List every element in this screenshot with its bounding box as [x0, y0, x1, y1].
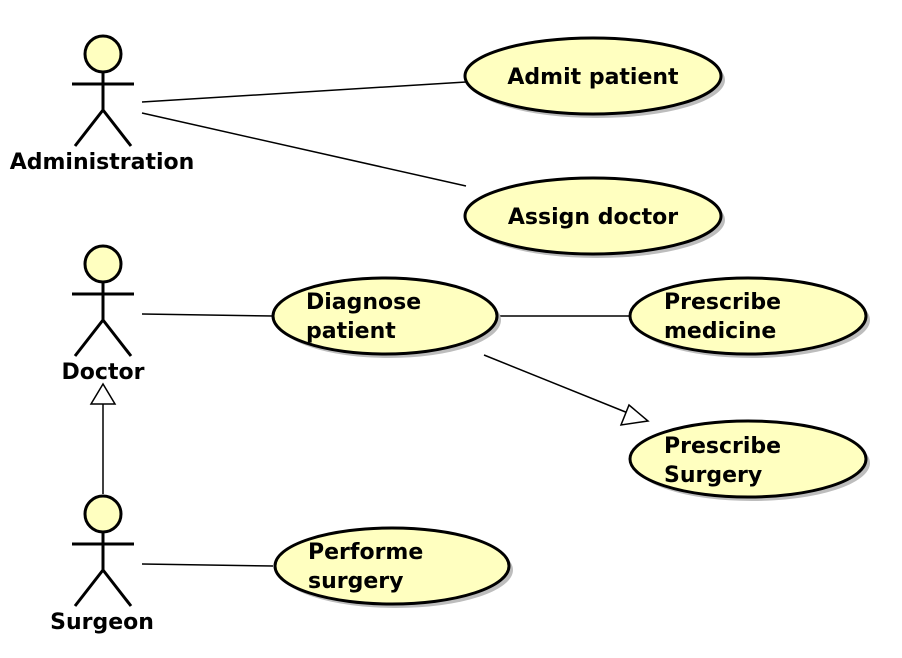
usecase-admit-patient[interactable]: Admit patient: [463, 36, 725, 118]
generalization-arrowhead: [89, 382, 117, 405]
actor-body: [72, 282, 134, 357]
usecase-ellipse: [463, 36, 723, 116]
usecase-label-prescribe-medicine-line1: Prescribe: [664, 290, 781, 315]
usecase-ellipse: [628, 276, 868, 356]
actor-body: [72, 72, 134, 147]
usecase-prescribe-surgery[interactable]: Prescribe Surgery: [628, 419, 870, 501]
usecase-ellipse: [463, 176, 723, 256]
assoc-diagnose-prescribe-surgery: [483, 354, 629, 414]
usecase-label-diagnose-line1: Diagnose: [306, 290, 421, 315]
actor-body: [72, 532, 134, 607]
usecase-prescribe-medicine[interactable]: Prescribe medicine: [628, 276, 870, 358]
usecase-ellipse: [273, 526, 511, 606]
usecase-diagnose-patient[interactable]: Diagnose patient: [271, 276, 501, 358]
arrowhead-prescribe-surgery: [619, 403, 650, 426]
usecase-performe-surgery[interactable]: Performe surgery: [273, 526, 513, 608]
assoc-administration-admit-patient: [141, 81, 467, 103]
actor-surgeon[interactable]: [72, 494, 134, 607]
usecase-ellipse: [271, 276, 499, 356]
assoc-doctor-diagnose-patient: [141, 313, 274, 317]
actor-head: [83, 34, 123, 74]
actor-head: [83, 244, 123, 284]
usecase-label-performe-surgery-line2: surgery: [308, 569, 403, 594]
actor-label-doctor: Doctor: [62, 360, 145, 385]
usecase-label-prescribe-medicine-line2: medicine: [664, 319, 776, 344]
actor-label-administration: Administration: [10, 150, 195, 175]
usecase-label-prescribe-surgery-line2: Surgery: [664, 463, 762, 488]
assoc-surgeon-performe-surgery: [141, 563, 274, 567]
usecase-label-performe-surgery-line1: Performe: [308, 540, 423, 565]
usecase-label-prescribe-surgery-line1: Prescribe: [664, 434, 781, 459]
usecase-label-assign-doctor: Assign doctor: [508, 205, 678, 230]
associations: [89, 81, 650, 567]
usecase-ellipse: [628, 419, 868, 499]
usecase-label-admit-patient: Admit patient: [507, 65, 679, 90]
usecase-label-diagnose-line2: patient: [306, 319, 396, 344]
actor-doctor[interactable]: [72, 244, 134, 357]
actor-label-surgeon: Surgeon: [50, 610, 154, 635]
actor-administration[interactable]: [72, 34, 134, 147]
usecase-assign-doctor[interactable]: Assign doctor: [463, 176, 725, 258]
assoc-administration-assign-doctor: [141, 112, 467, 187]
actor-head: [83, 494, 123, 534]
